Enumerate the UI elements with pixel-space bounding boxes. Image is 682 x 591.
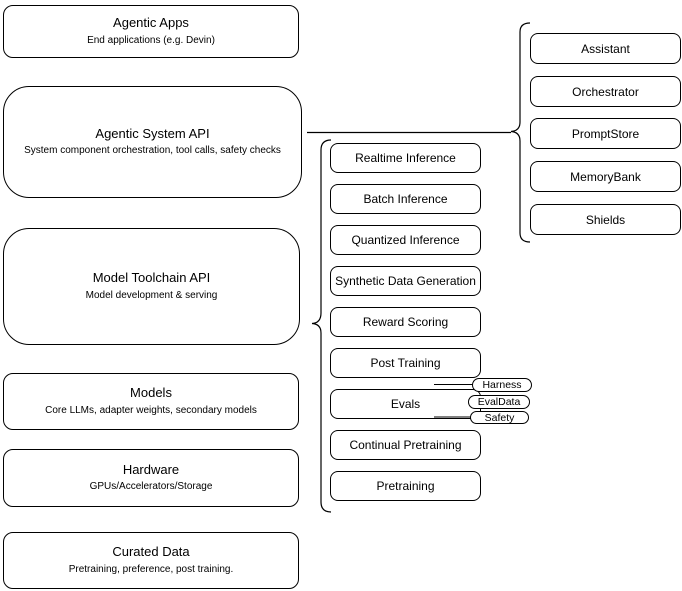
box-evals: Evals bbox=[330, 389, 481, 419]
box-title: Agentic Apps bbox=[113, 15, 189, 31]
box-label: Batch Inference bbox=[363, 192, 448, 206]
system-column-brace bbox=[510, 22, 531, 243]
box-realtime-inference: Realtime Inference bbox=[330, 143, 481, 173]
box-agentic-system-api: Agentic System API System component orch… bbox=[3, 86, 302, 198]
box-subtitle: Model development & serving bbox=[85, 289, 218, 301]
box-reward-scoring: Reward Scoring bbox=[330, 307, 481, 337]
box-subtitle: System component orchestration, tool cal… bbox=[24, 145, 281, 157]
box-synthetic-data-generation: Synthetic Data Generation bbox=[330, 266, 481, 296]
box-orchestrator: Orchestrator bbox=[530, 76, 681, 107]
box-assistant: Assistant bbox=[530, 33, 681, 64]
box-label: MemoryBank bbox=[570, 169, 641, 184]
box-promptstore: PromptStore bbox=[530, 118, 681, 149]
box-curated-data: Curated Data Pretraining, preference, po… bbox=[3, 532, 299, 589]
pill-safety: Safety bbox=[470, 411, 529, 424]
box-label: Assistant bbox=[581, 41, 630, 56]
box-hardware: Hardware GPUs/Accelerators/Storage bbox=[3, 449, 299, 507]
box-agentic-apps: Agentic Apps End applications (e.g. Devi… bbox=[3, 5, 299, 58]
box-label: Quantized Inference bbox=[351, 233, 460, 247]
pill-label: Harness bbox=[482, 379, 522, 391]
box-title: Curated Data bbox=[112, 544, 190, 560]
box-continual-pretraining: Continual Pretraining bbox=[330, 430, 481, 460]
box-subtitle: Core LLMs, adapter weights, secondary mo… bbox=[45, 404, 257, 416]
box-memorybank: MemoryBank bbox=[530, 161, 681, 192]
pill-evaldata: EvalData bbox=[468, 395, 530, 409]
box-models: Models Core LLMs, adapter weights, secon… bbox=[3, 373, 299, 430]
box-model-toolchain-api: Model Toolchain API Model development & … bbox=[3, 228, 300, 345]
pill-label: EvalData bbox=[477, 396, 521, 408]
box-title: Models bbox=[130, 385, 172, 401]
box-subtitle: End applications (e.g. Devin) bbox=[87, 34, 215, 46]
box-title: Agentic System API bbox=[95, 125, 210, 141]
box-quantized-inference: Quantized Inference bbox=[330, 225, 481, 255]
box-label: Shields bbox=[585, 212, 626, 227]
box-label: Orchestrator bbox=[572, 84, 639, 99]
box-label: Realtime Inference bbox=[355, 151, 456, 165]
box-shields: Shields bbox=[530, 204, 681, 235]
box-label: PromptStore bbox=[571, 126, 640, 141]
pill-label: Safety bbox=[484, 411, 515, 424]
toolchain-column-brace bbox=[311, 139, 332, 513]
box-label: Synthetic Data Generation bbox=[335, 274, 476, 288]
box-label: Reward Scoring bbox=[362, 315, 449, 329]
box-subtitle: Pretraining, preference, post training. bbox=[68, 563, 234, 575]
box-label: Post Training bbox=[370, 356, 441, 370]
pill-harness: Harness bbox=[472, 378, 532, 392]
box-title: Model Toolchain API bbox=[92, 270, 211, 286]
box-pretraining: Pretraining bbox=[330, 471, 481, 501]
box-label: Evals bbox=[390, 397, 421, 411]
box-subtitle: GPUs/Accelerators/Storage bbox=[89, 481, 213, 493]
box-batch-inference: Batch Inference bbox=[330, 184, 481, 214]
box-label: Continual Pretraining bbox=[349, 438, 462, 452]
box-title: Hardware bbox=[122, 461, 180, 477]
box-post-training: Post Training bbox=[330, 348, 481, 378]
box-label: Pretraining bbox=[376, 479, 435, 493]
